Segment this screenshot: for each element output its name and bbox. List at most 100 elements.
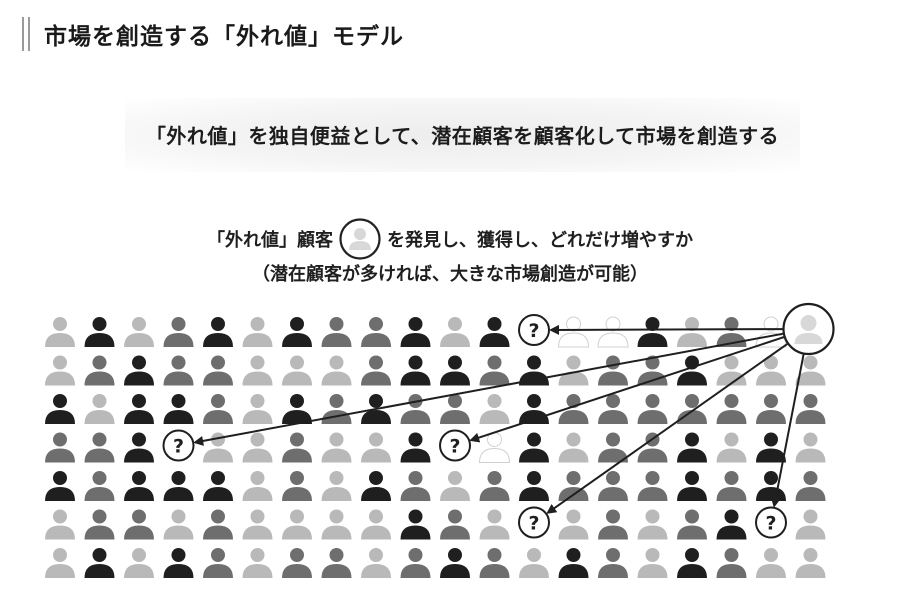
person-icon — [440, 394, 470, 424]
person-icon — [479, 394, 510, 424]
person-icon — [400, 394, 431, 424]
banner-text: 「外れ値」を独自便益として、潜在顧客を顧客化して市場を創造する — [145, 124, 780, 148]
person-icon — [45, 471, 75, 501]
person-icon — [163, 509, 194, 540]
person-icon — [321, 432, 352, 463]
person-icon — [321, 355, 352, 386]
person-icon — [519, 394, 549, 424]
question-marker: ? — [518, 506, 550, 539]
person-icon — [598, 548, 628, 578]
person-icon — [163, 355, 194, 386]
person-icon — [400, 548, 431, 578]
person-icon — [282, 471, 312, 501]
person-icon — [716, 394, 747, 424]
person-icon — [756, 548, 786, 578]
person-icon — [163, 394, 194, 424]
description-text-before: 「外れ値」顧客 — [207, 230, 333, 251]
person-icon — [716, 548, 747, 578]
person-icon — [45, 317, 75, 347]
outlier-customer-icon — [782, 302, 835, 356]
person-icon — [282, 509, 312, 540]
person-icon — [795, 355, 826, 386]
person-icon — [361, 317, 391, 347]
person-icon — [321, 317, 352, 347]
person-icon — [203, 355, 233, 386]
person-icon — [598, 471, 628, 501]
person-icon — [45, 509, 75, 540]
person-icon — [361, 355, 391, 386]
person-icon — [558, 509, 589, 540]
person-icon — [282, 394, 312, 424]
person-icon — [400, 317, 431, 347]
person-icon — [124, 432, 154, 463]
person-icon — [755, 316, 787, 348]
person-icon — [519, 548, 549, 578]
person-icon — [242, 355, 273, 386]
person-icon — [440, 548, 470, 578]
person-icon — [321, 509, 352, 540]
question-mark-text: ? — [765, 513, 776, 535]
person-icon — [716, 355, 747, 386]
person-icon — [558, 432, 589, 463]
person-icon — [321, 394, 352, 424]
person-icon — [45, 548, 75, 578]
person-icon — [479, 471, 510, 501]
person-icon — [558, 355, 589, 386]
question-mark-text: ? — [173, 436, 184, 458]
person-icon — [45, 394, 75, 424]
person-icon — [84, 509, 115, 540]
person-icon — [677, 394, 707, 424]
person-icon — [321, 471, 352, 501]
person-icon — [677, 471, 707, 501]
person-icon — [124, 548, 154, 578]
title-divider — [22, 17, 24, 51]
person-icon — [203, 432, 233, 463]
person-icon — [361, 509, 391, 540]
person-icon — [203, 509, 233, 540]
person-icon — [558, 471, 589, 501]
person-icon — [400, 471, 431, 501]
title-divider — [28, 17, 30, 51]
person-icon — [677, 509, 707, 540]
person-icon — [637, 509, 668, 540]
person-icon — [203, 317, 233, 347]
person-icon — [795, 394, 826, 424]
person-icon — [242, 317, 273, 347]
person-icon — [756, 355, 786, 386]
person-icon — [242, 471, 273, 501]
person-icon — [440, 471, 470, 501]
person-icon — [124, 394, 154, 424]
person-icon — [45, 355, 75, 386]
summary-banner: 「外れ値」を独自便益として、潜在顧客を顧客化して市場を創造する — [125, 98, 800, 172]
question-marker: ? — [518, 314, 550, 346]
person-icon — [795, 548, 826, 578]
arrow-line — [469, 335, 786, 443]
person-icon — [598, 432, 628, 463]
person-icon — [519, 432, 549, 463]
person-icon — [163, 471, 194, 501]
person-icon — [84, 548, 115, 578]
person-icon — [795, 432, 826, 463]
description-text-after: を発見し、獲得し、どれだけ増やすか — [387, 230, 693, 251]
person-icon — [361, 394, 391, 424]
person-icon — [361, 548, 391, 578]
person-icon — [479, 509, 510, 540]
person-icon — [242, 432, 273, 463]
arrow-line — [548, 324, 784, 335]
arrow-line — [770, 353, 805, 508]
title-area: 市場を創造する「外れ値」モデル — [22, 14, 404, 54]
person-icon — [716, 471, 747, 501]
person-icon — [45, 432, 75, 463]
person-icon — [124, 355, 154, 386]
person-icon — [479, 355, 510, 386]
person-icon — [84, 317, 115, 347]
person-icon — [242, 394, 273, 424]
person-icon — [519, 471, 549, 501]
person-icon — [84, 355, 115, 386]
person-icon — [203, 394, 233, 424]
person-icon — [756, 394, 786, 424]
person-icon — [598, 394, 628, 424]
person-icon — [716, 509, 747, 540]
person-icon — [84, 394, 115, 424]
